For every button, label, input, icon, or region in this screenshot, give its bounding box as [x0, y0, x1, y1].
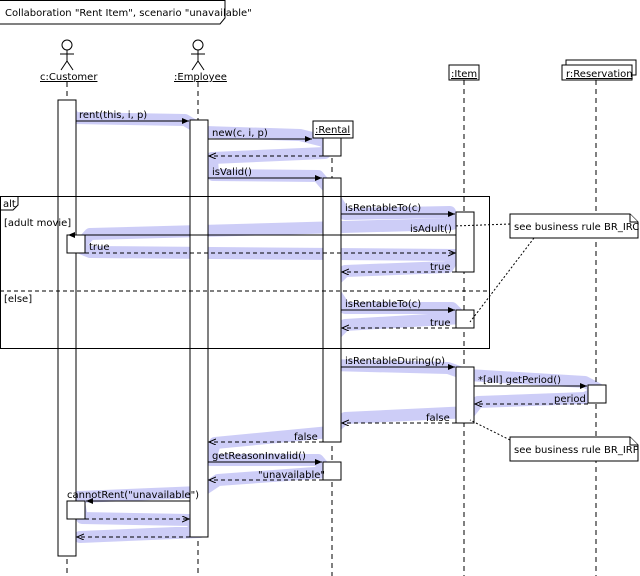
msg-isrentableduring: isRentableDuring(p) [345, 356, 445, 367]
msg-unavailable: "unavailable" [258, 470, 325, 481]
note-irc-text: see business rule BR_IRC [514, 222, 639, 233]
msg-rent: rent(this, i, p) [79, 110, 147, 121]
msg-true-2: true [430, 318, 451, 329]
note-irp-anchor [469, 419, 511, 441]
alt-guard-2: [else] [4, 294, 32, 305]
note-irc-anchor-1 [453, 223, 511, 227]
item-activation-2 [455, 309, 475, 329]
msg-false-1: false [426, 413, 450, 424]
note-irc-fold [629, 214, 638, 223]
msg-isrentableto-1: isRentableTo(c) [345, 203, 421, 214]
note-irp-text: see business rule BR_IRP [514, 445, 639, 456]
note-irp [509, 436, 639, 462]
note-irc [509, 213, 639, 239]
alt-guard-1: [adult movie] [4, 218, 71, 229]
msg-false-2: false [294, 432, 318, 443]
customer-self-activation-2 [66, 500, 86, 520]
reservation-activation [587, 384, 607, 404]
item-activation-1 [455, 211, 475, 273]
rental-activation-2 [322, 177, 342, 443]
title-frame [0, 0, 226, 25]
msg-true-1: true [430, 262, 451, 273]
msg-new: new(c, i, p) [212, 128, 268, 139]
msg-true-adult: true [89, 242, 110, 253]
msg-cannotrent: cannotRent("unavailable") [67, 490, 199, 501]
msg-getreasoninvalid: getReasonInvalid() [212, 451, 306, 462]
note-irc-anchor-2 [469, 237, 535, 323]
msg-isvalid: isValid() [212, 167, 252, 178]
note-irp-fold [629, 437, 638, 446]
employee-label: :Employee [174, 72, 227, 83]
rental-activation-3 [322, 461, 342, 481]
customer-self-activation [66, 234, 86, 254]
rental-activation-1 [322, 137, 342, 157]
reservation-object [561, 59, 637, 81]
customer-activation [57, 99, 77, 557]
alt-fragment [0, 196, 490, 349]
employee-activation [189, 119, 209, 538]
item-activation-3 [455, 366, 475, 424]
alt-operator: alt [3, 199, 16, 210]
item-label: :Item [451, 69, 477, 80]
item-object [448, 64, 480, 81]
customer-actor-icon [60, 39, 74, 71]
reservation-label: r:Reservation [566, 69, 633, 80]
msg-period: period [554, 394, 586, 405]
customer-label: c:Customer [40, 72, 98, 83]
msg-isrentableto-2: isRentableTo(c) [345, 299, 421, 310]
employee-actor-icon [191, 39, 205, 71]
alt-tab [0, 196, 19, 211]
diagram-title: Collaboration "Rent Item", scenario "una… [5, 8, 252, 19]
msg-isadult: isAdult() [410, 224, 452, 235]
msg-getperiod: *[all] getPeriod() [478, 375, 561, 386]
rental-label: :Rental [315, 125, 350, 136]
